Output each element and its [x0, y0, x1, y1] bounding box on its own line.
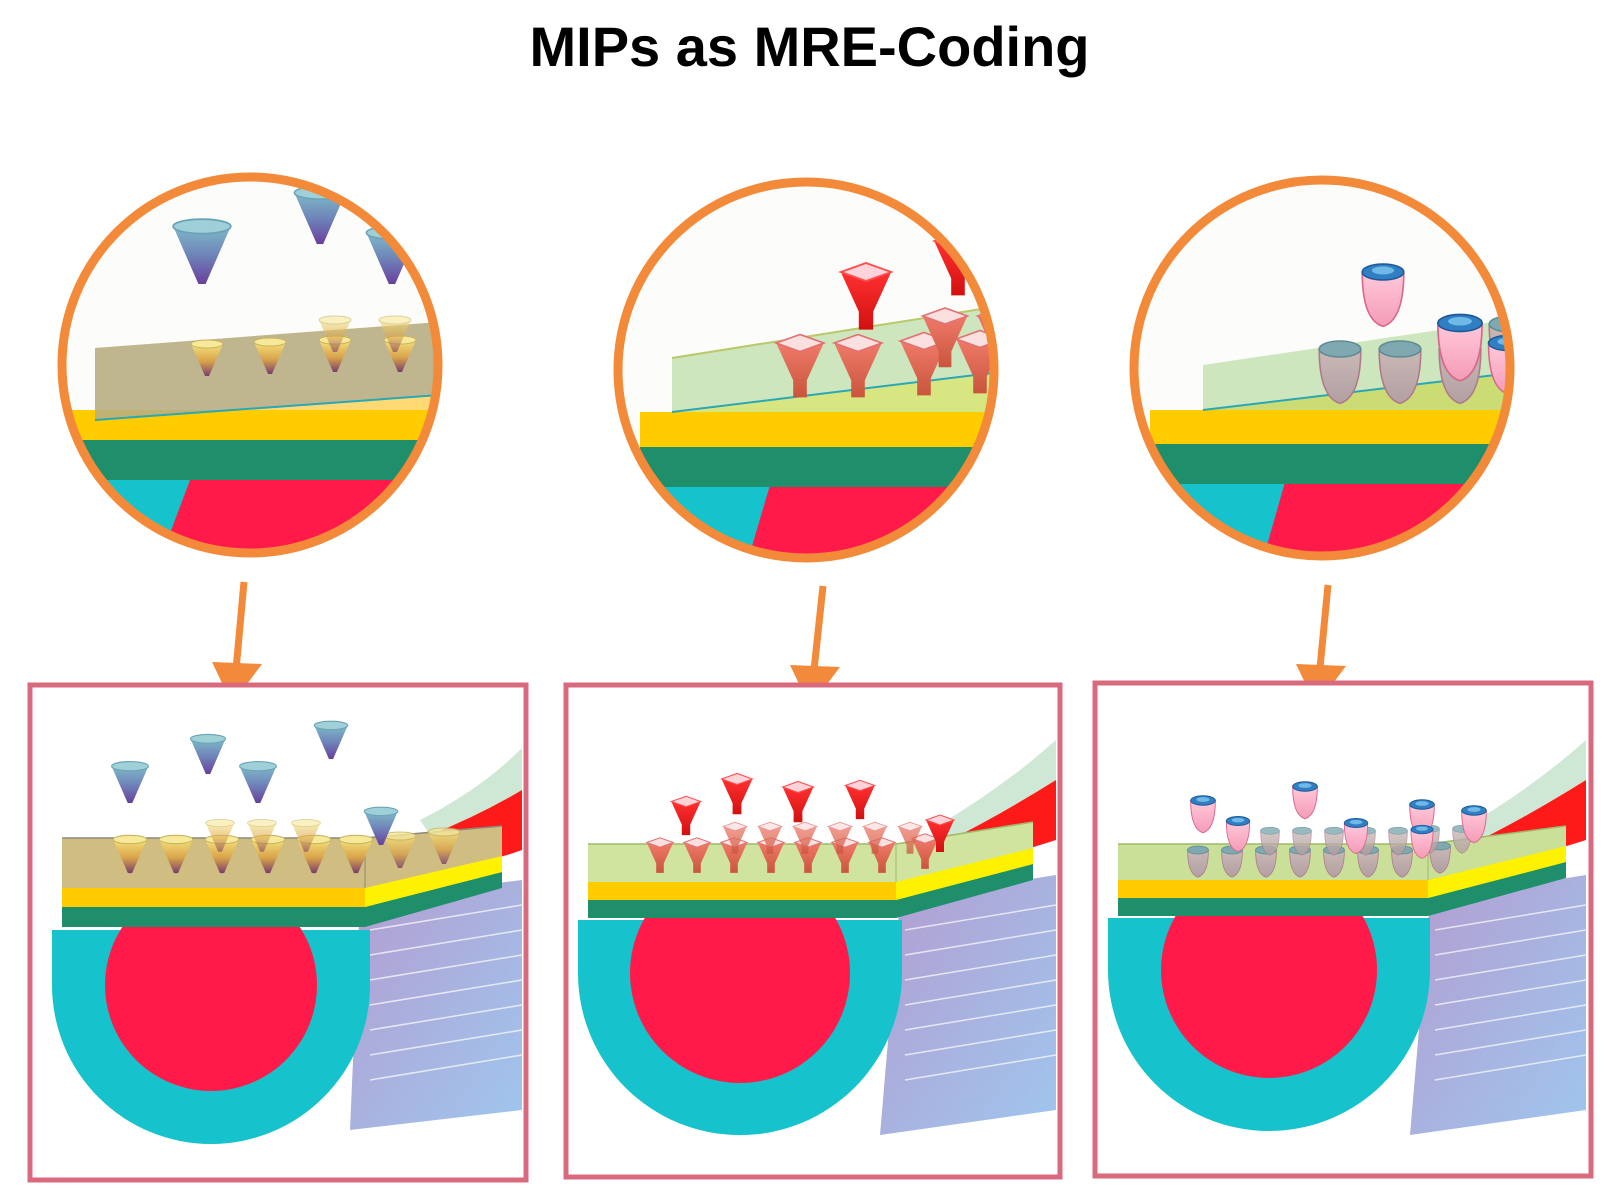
fiber-panel-1	[27, 682, 529, 1183]
zoom-circle-1	[57, 172, 443, 558]
zoom-circle-2	[613, 177, 999, 563]
fiber-panel-2	[563, 682, 1063, 1180]
zoom-circle-3	[1129, 175, 1515, 561]
fiber-panel-3	[1092, 680, 1594, 1179]
page-title: MIPs as MRE-Coding	[529, 15, 1090, 78]
